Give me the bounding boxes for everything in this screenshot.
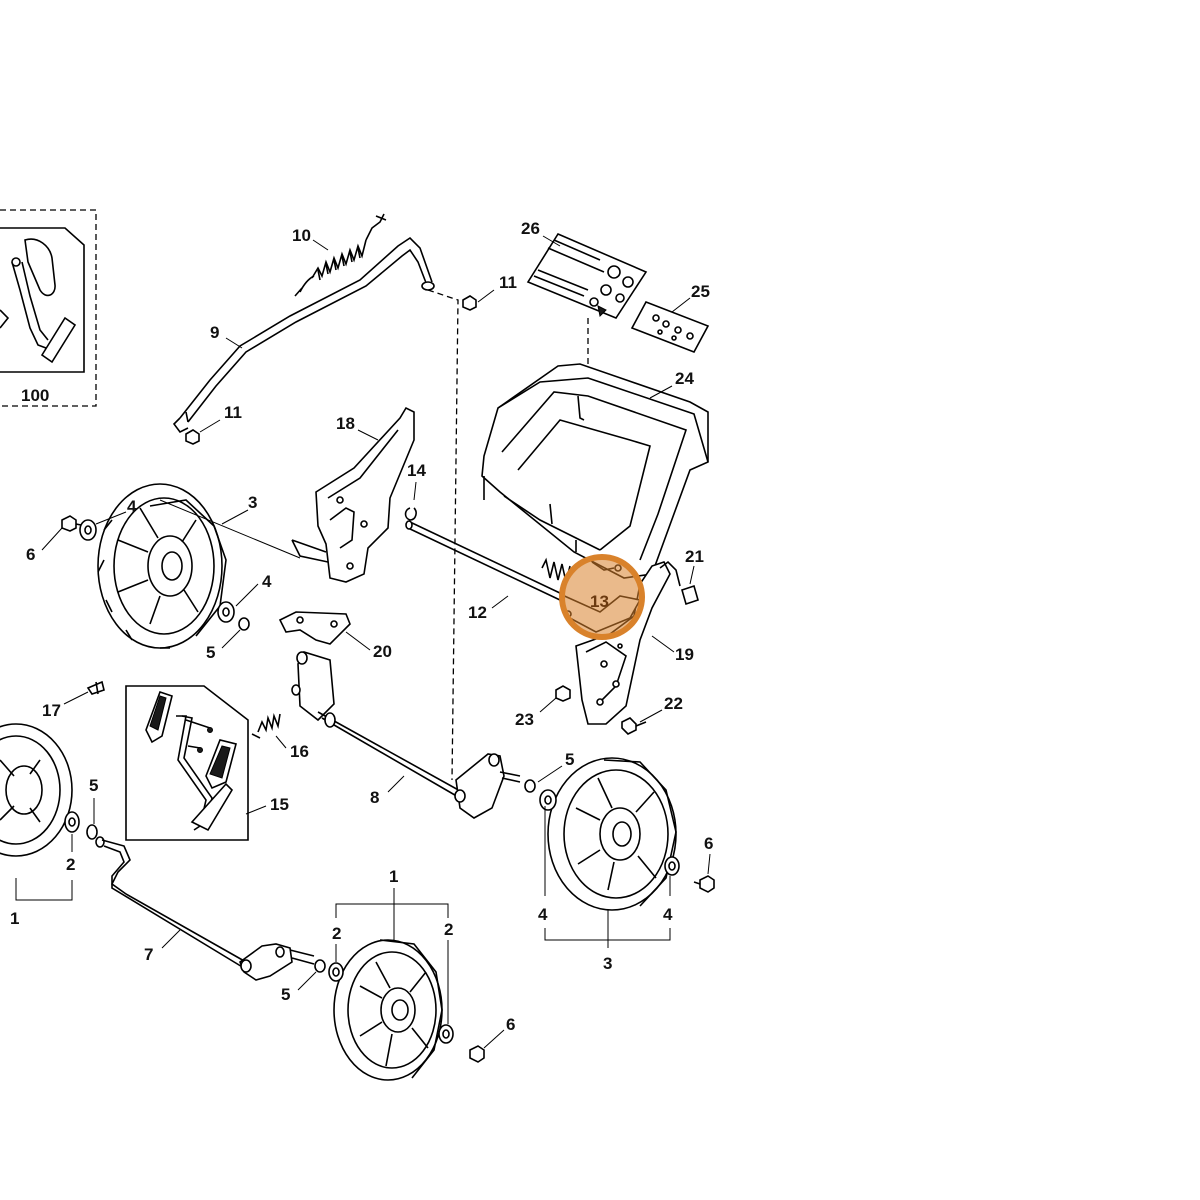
part-18-bracket[interactable]: [291, 406, 415, 583]
part-16-spring[interactable]: [251, 713, 281, 739]
part-6-bolt-right[interactable]: [693, 875, 715, 893]
label-9: 9: [210, 323, 219, 342]
part-5-washer-bottom[interactable]: [314, 959, 326, 973]
part-2-washer-bottom-b[interactable]: [438, 1024, 454, 1044]
label-13: 13: [590, 592, 609, 611]
part-5-washer-left-b[interactable]: [86, 824, 98, 840]
label-23: 23: [515, 710, 534, 729]
part-3-wheel-right[interactable]: [547, 757, 677, 911]
label-4-right-a: 4: [538, 905, 548, 924]
label-25: 25: [691, 282, 710, 301]
label-5-left-top: 5: [206, 643, 215, 662]
label-6-bottom: 6: [506, 1015, 515, 1034]
label-10: 10: [292, 226, 311, 245]
part-22-bolt[interactable]: [621, 717, 647, 735]
label-11-left: 11: [224, 403, 242, 422]
part-2-washer-bottom-a[interactable]: [328, 962, 344, 982]
label-8: 8: [370, 788, 379, 807]
part-7-axle[interactable]: [95, 836, 315, 981]
label-21: 21: [685, 547, 704, 566]
label-24: 24: [675, 369, 694, 388]
label-5-bottom: 5: [281, 985, 290, 1004]
part-5-washer-right[interactable]: [524, 779, 536, 793]
label-11-top: 11: [499, 273, 517, 292]
part-20-plate[interactable]: [278, 611, 351, 645]
part-1-wheel-bottom[interactable]: [333, 939, 443, 1081]
label-19: 19: [675, 645, 694, 664]
label-1-left: 1: [10, 909, 19, 928]
part-21-clip[interactable]: [681, 584, 699, 606]
part-10-spring[interactable]: [294, 213, 387, 297]
label-100: 100: [21, 386, 49, 405]
part-17-pin[interactable]: [86, 680, 105, 695]
part-8-axle[interactable]: [291, 651, 521, 819]
detail-box-15[interactable]: [125, 685, 249, 841]
part-25-sticker[interactable]: [630, 300, 710, 354]
highlight-part-13[interactable]: 13: [559, 554, 645, 640]
part-23-nut[interactable]: [555, 685, 571, 702]
label-4-right-b: 4: [663, 905, 673, 924]
label-3-top: 3: [248, 493, 257, 512]
part-4-washer-left-inner[interactable]: [217, 601, 235, 623]
part-4-washer-right-a[interactable]: [539, 789, 557, 811]
label-16: 16: [290, 742, 309, 761]
label-15: 15: [270, 795, 289, 814]
label-22: 22: [664, 694, 683, 713]
label-2-bottom-a: 2: [332, 924, 341, 943]
label-26: 26: [521, 219, 540, 238]
part-4-washer-right-b[interactable]: [664, 856, 680, 876]
part-6-bolt-bottom[interactable]: [469, 1045, 485, 1063]
part-12-rod[interactable]: [405, 520, 563, 601]
part-11-nut-left[interactable]: [185, 429, 200, 445]
label-4-top-left: 4: [127, 497, 137, 516]
label-6-left: 6: [26, 545, 35, 564]
label-5-left-b: 5: [89, 776, 98, 795]
label-18: 18: [336, 414, 355, 433]
part-4-washer-left[interactable]: [79, 519, 97, 541]
part-11-nut-top[interactable]: [462, 295, 477, 311]
label-1-bottom: 1: [389, 867, 398, 886]
part-2-washer-left[interactable]: [64, 811, 80, 833]
label-2-left: 2: [66, 855, 75, 874]
label-14: 14: [407, 461, 426, 480]
label-5-right: 5: [565, 750, 574, 769]
part-24-grassbag[interactable]: [481, 363, 709, 579]
label-7: 7: [144, 945, 153, 964]
label-20: 20: [373, 642, 392, 661]
label-3-bottom: 3: [603, 954, 612, 973]
label-12: 12: [468, 603, 487, 622]
detail-box-100[interactable]: [0, 209, 97, 407]
part-26-sticker[interactable]: [526, 232, 648, 319]
label-2-bottom-b: 2: [444, 920, 453, 939]
part-14-clip[interactable]: [404, 507, 417, 521]
label-17: 17: [42, 701, 61, 720]
label-6-right: 6: [704, 834, 713, 853]
part-1-wheel-left[interactable]: [0, 723, 73, 857]
label-4-mid-left: 4: [262, 572, 272, 591]
part-3-wheel-left[interactable]: [97, 483, 227, 649]
part-5-washer-left[interactable]: [238, 617, 250, 631]
